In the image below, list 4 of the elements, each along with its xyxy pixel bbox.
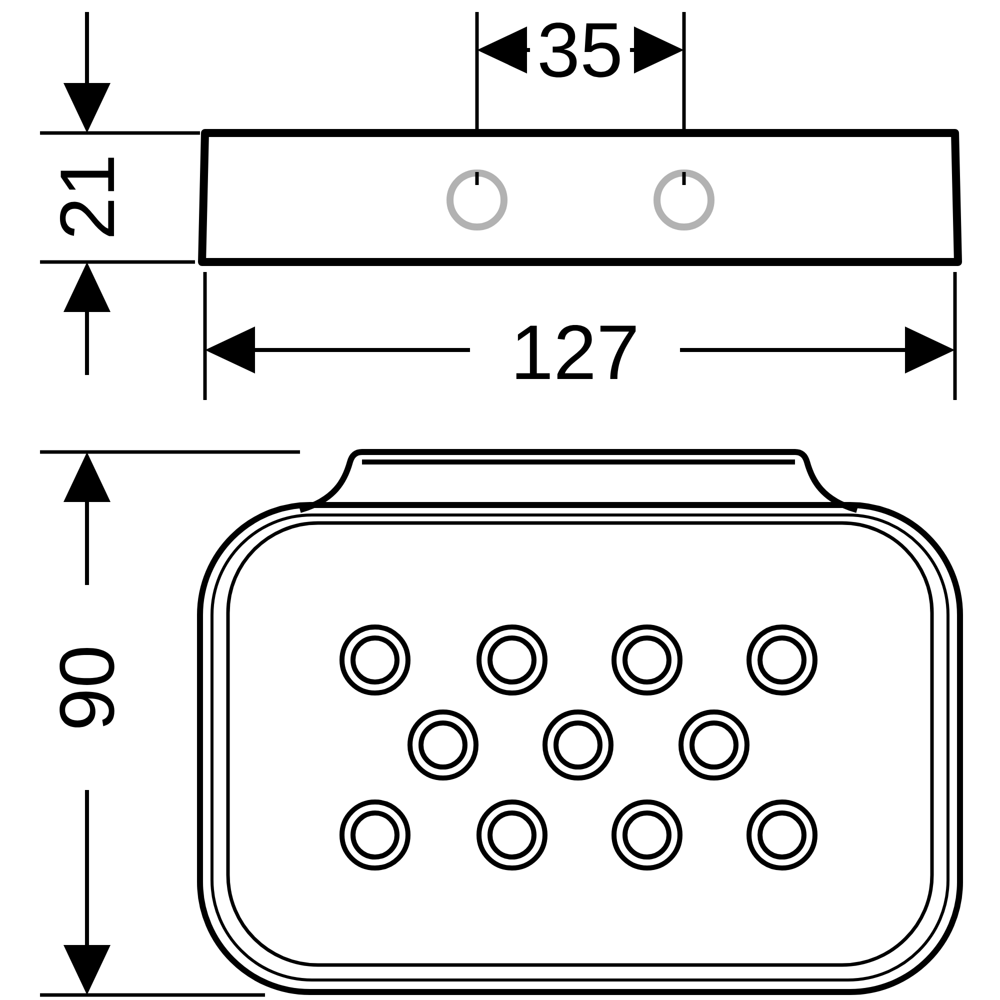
- dimension-label: 35: [540, 22, 620, 78]
- dimension-label: 90: [60, 648, 114, 728]
- dimension-label: 127: [516, 324, 636, 379]
- dimension-label: 21: [60, 158, 114, 236]
